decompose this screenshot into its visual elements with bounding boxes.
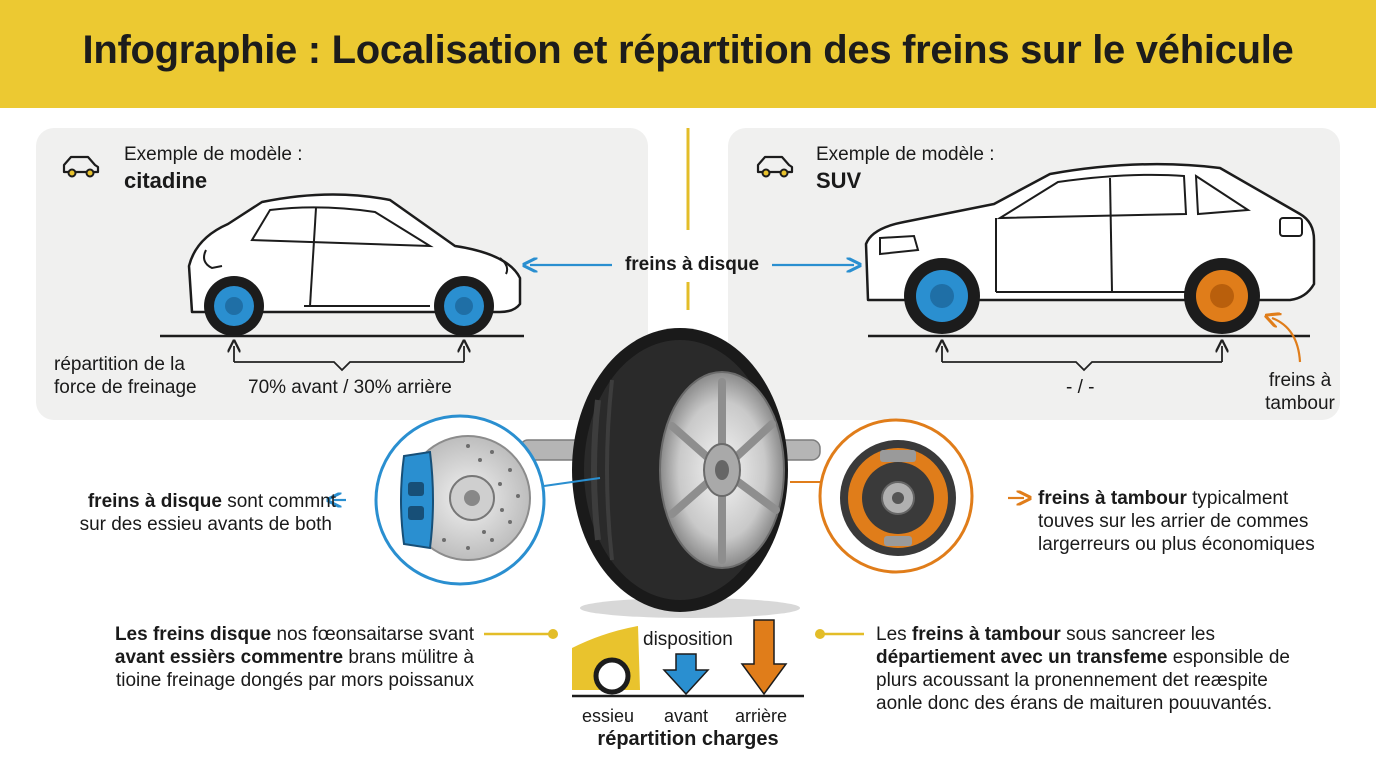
load-distribution-diagram xyxy=(572,619,804,698)
suv-distribution-value: - / - xyxy=(1066,377,1095,398)
right-leader-dot xyxy=(815,629,825,639)
load-diagram-heading: disposition xyxy=(643,629,733,650)
disc-brake-closeup xyxy=(374,414,601,586)
bottom-left-line1-rest: nos fœonsaitarse svant xyxy=(271,624,475,645)
citadine-distribution-value: 70% avant / 30% arrière xyxy=(248,377,452,398)
bottom-right-line1: Les freins à tambour sous sancreer les xyxy=(876,624,1215,646)
car-icon xyxy=(756,155,794,178)
drum-label-line1: freins à xyxy=(1268,370,1332,391)
bottom-right-line1-rest: sous sancreer les xyxy=(1060,624,1215,645)
suv-front-wheel xyxy=(904,258,980,334)
page-title: Infographie : Localisation et répartitio… xyxy=(82,28,1294,72)
car-icon xyxy=(62,155,100,178)
load-label-axle: essieu xyxy=(582,706,635,726)
title-banner: Infographie : Localisation et répartitio… xyxy=(0,0,1376,108)
suv-rear-wheel-drum xyxy=(1184,258,1260,334)
bottom-right-line3: plurs acoussant la pronennement det reæs… xyxy=(876,670,1268,691)
bottom-right-line4: aonle donc des érans de maituren pouuvan… xyxy=(876,693,1273,714)
load-label-rear: arrière xyxy=(735,706,788,726)
drum-label-line2: tambour xyxy=(1265,393,1335,414)
citadine-front-wheel xyxy=(204,276,264,336)
left-leader-dot xyxy=(548,629,558,639)
distribution-label-line1: répartition de la xyxy=(54,354,185,375)
disc-callout-line1: freins à disque sont commnt xyxy=(76,491,336,513)
bottom-right-line1-pre: Les xyxy=(876,624,912,645)
drum-callout-bold: freins à tambour xyxy=(1038,488,1187,509)
citadine-rear-wheel xyxy=(434,276,494,336)
bottom-left-line2-rest: brans mülitre à xyxy=(343,647,474,668)
disc-callout-bold: freins à disque xyxy=(87,491,222,512)
distribution-label-line2: force de freinage xyxy=(54,377,197,398)
suv-car-illustration xyxy=(864,162,1316,372)
bottom-right-line1-bold: freins à tambour xyxy=(911,624,1061,645)
load-label-front: avant xyxy=(664,706,709,726)
disc-brakes-center-label: freins à disque xyxy=(624,254,760,275)
citadine-car-illustration xyxy=(160,193,524,372)
bottom-left-line2-bold: avant essièrs commentre xyxy=(114,647,344,668)
drum-callout-line1: freins à tambour typicalment xyxy=(1038,488,1288,510)
disc-callout-rest: sont commnt xyxy=(221,491,336,512)
load-diagram-caption: répartition charges xyxy=(597,728,779,750)
bottom-left-line3: tioine freinage dongés par mors poissanu… xyxy=(115,670,474,691)
bottom-left-line1-bold: Les freins disque xyxy=(114,624,272,645)
suv-model-name: SUV xyxy=(816,168,862,193)
bottom-left-line2: avant essièrs commentre brans mülitre à xyxy=(70,647,474,669)
bottom-left-line1: Les freins disque nos fœonsaitarse svant xyxy=(70,624,474,646)
drum-callout-line3: largerreurs ou plus économiques xyxy=(1038,534,1315,555)
tire-wheel-illustration xyxy=(572,328,800,618)
suv-example-label: Exemple de modèle : xyxy=(816,144,995,165)
bottom-right-line2-rest: esponsible de xyxy=(1167,647,1290,668)
drum-callout-line2: touves sur les arrier de commes xyxy=(1038,511,1309,532)
bottom-right-line2: départiement avec un transfeme esponsibl… xyxy=(876,647,1290,669)
citadine-model-name: citadine xyxy=(124,168,208,193)
drum-brake-closeup xyxy=(790,418,974,574)
disc-callout-line2: sur des essieu avants de both xyxy=(79,514,332,535)
bottom-right-line2-bold: départiement avec un transfeme xyxy=(876,647,1168,668)
drum-callout-rest: typicalment xyxy=(1186,488,1289,509)
citadine-example-label: Exemple de modèle : xyxy=(124,144,303,165)
